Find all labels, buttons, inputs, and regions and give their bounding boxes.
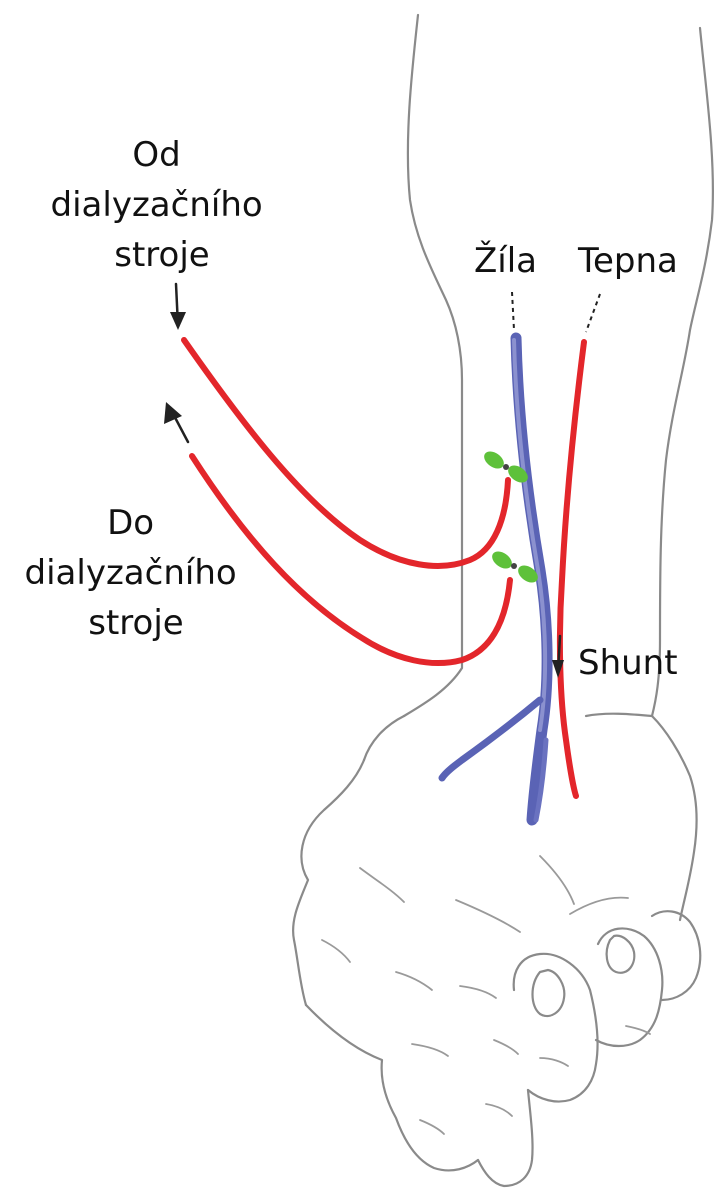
label-from-machine: Od dialyzačního stroje [51, 135, 274, 275]
label-shunt: Shunt [578, 643, 678, 683]
artery-leader [586, 294, 600, 332]
palm-creases [322, 856, 650, 1134]
label-artery: Tepna [577, 241, 678, 281]
vein-branch [442, 700, 540, 778]
label-vein: Žíla [474, 240, 537, 281]
arm-hand-outline [293, 15, 713, 1186]
tube-from-machine [184, 340, 508, 566]
to-machine-arrow [164, 402, 188, 442]
from-machine-arrow [170, 284, 186, 330]
vein-leader [512, 292, 514, 330]
label-to-machine: Do dialyzačního stroje [25, 503, 248, 643]
artery [560, 342, 584, 796]
